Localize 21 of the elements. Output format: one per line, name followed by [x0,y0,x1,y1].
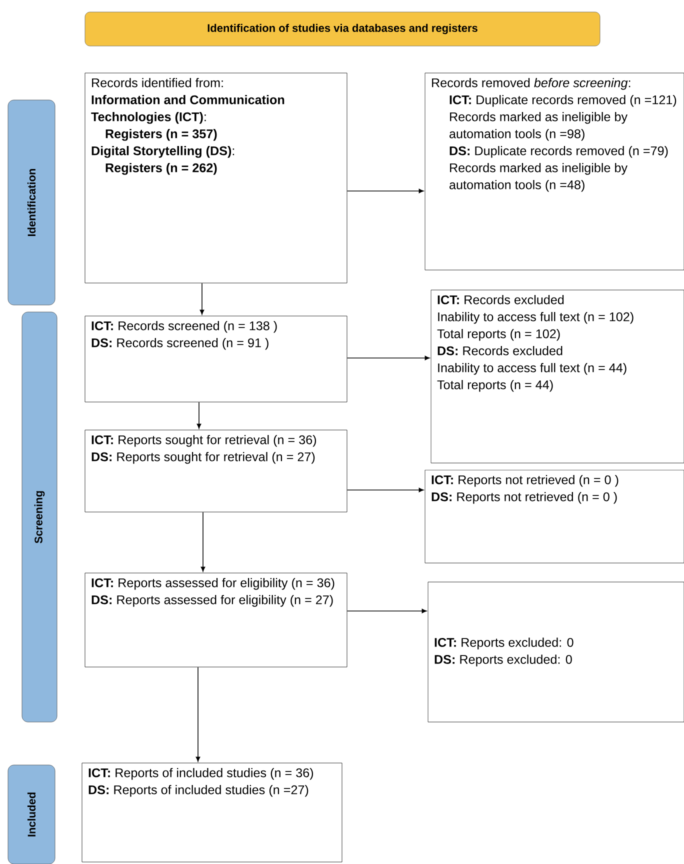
arrow [200,282,204,315]
arrow [196,666,200,762]
process-box: ICT: Reports of included studies (n = 36) DS: Reports of included studies (n =27) [82,762,342,862]
process-box: ICT: Reports excluded: 0 DS: Reports excluded: 0 [428,582,684,722]
arrow [346,608,427,614]
process-box: Records identified from: Information and Communication Technologies (ICT): Registers (n = 357) Digital Storytelling (DS): Registers (n = 262) [84,72,348,284]
phase-label: Screening [22,312,58,722]
phase-label: Included [8,764,56,864]
header-banner: Identification of studies via databases and registers [84,12,600,46]
arrow [196,402,202,429]
process-box: ICT: Reports sought for retrieval (n = 36) DS: Reports sought for retrieval (n = 27) [84,430,348,512]
arrow [200,512,206,572]
process-box: ICT: Reports not retrieved (n = 0 ) DS: Reports not retrieved (n = 0 ) [424,470,684,564]
process-box: ICT: Records screened (n = 138 ) DS: Records screened (n = 91 ) [84,316,348,402]
process-box: ICT: Records excluded Inability to access full text (n = 102) Total reports (n = 102) DS: Records excluded Inability to access full text (n = 44) Total reports (n = 44) [430,290,684,464]
arrow [346,188,424,194]
process-box: Records removed before screening: ICT: Duplicate records removed (n =121) Records marked as ineligible by automation tools (n =98) DS: Duplicate records removed (n =79) Records marked as ineligible by automation tools (n =48) [424,72,684,270]
process-box: ICT: Reports assessed for eligibility (n = 36) DS: Reports assessed for eligibility (n = 27) [84,572,348,668]
phase-label: Identification [8,100,56,306]
arrow [346,488,424,492]
arrow [346,356,430,360]
